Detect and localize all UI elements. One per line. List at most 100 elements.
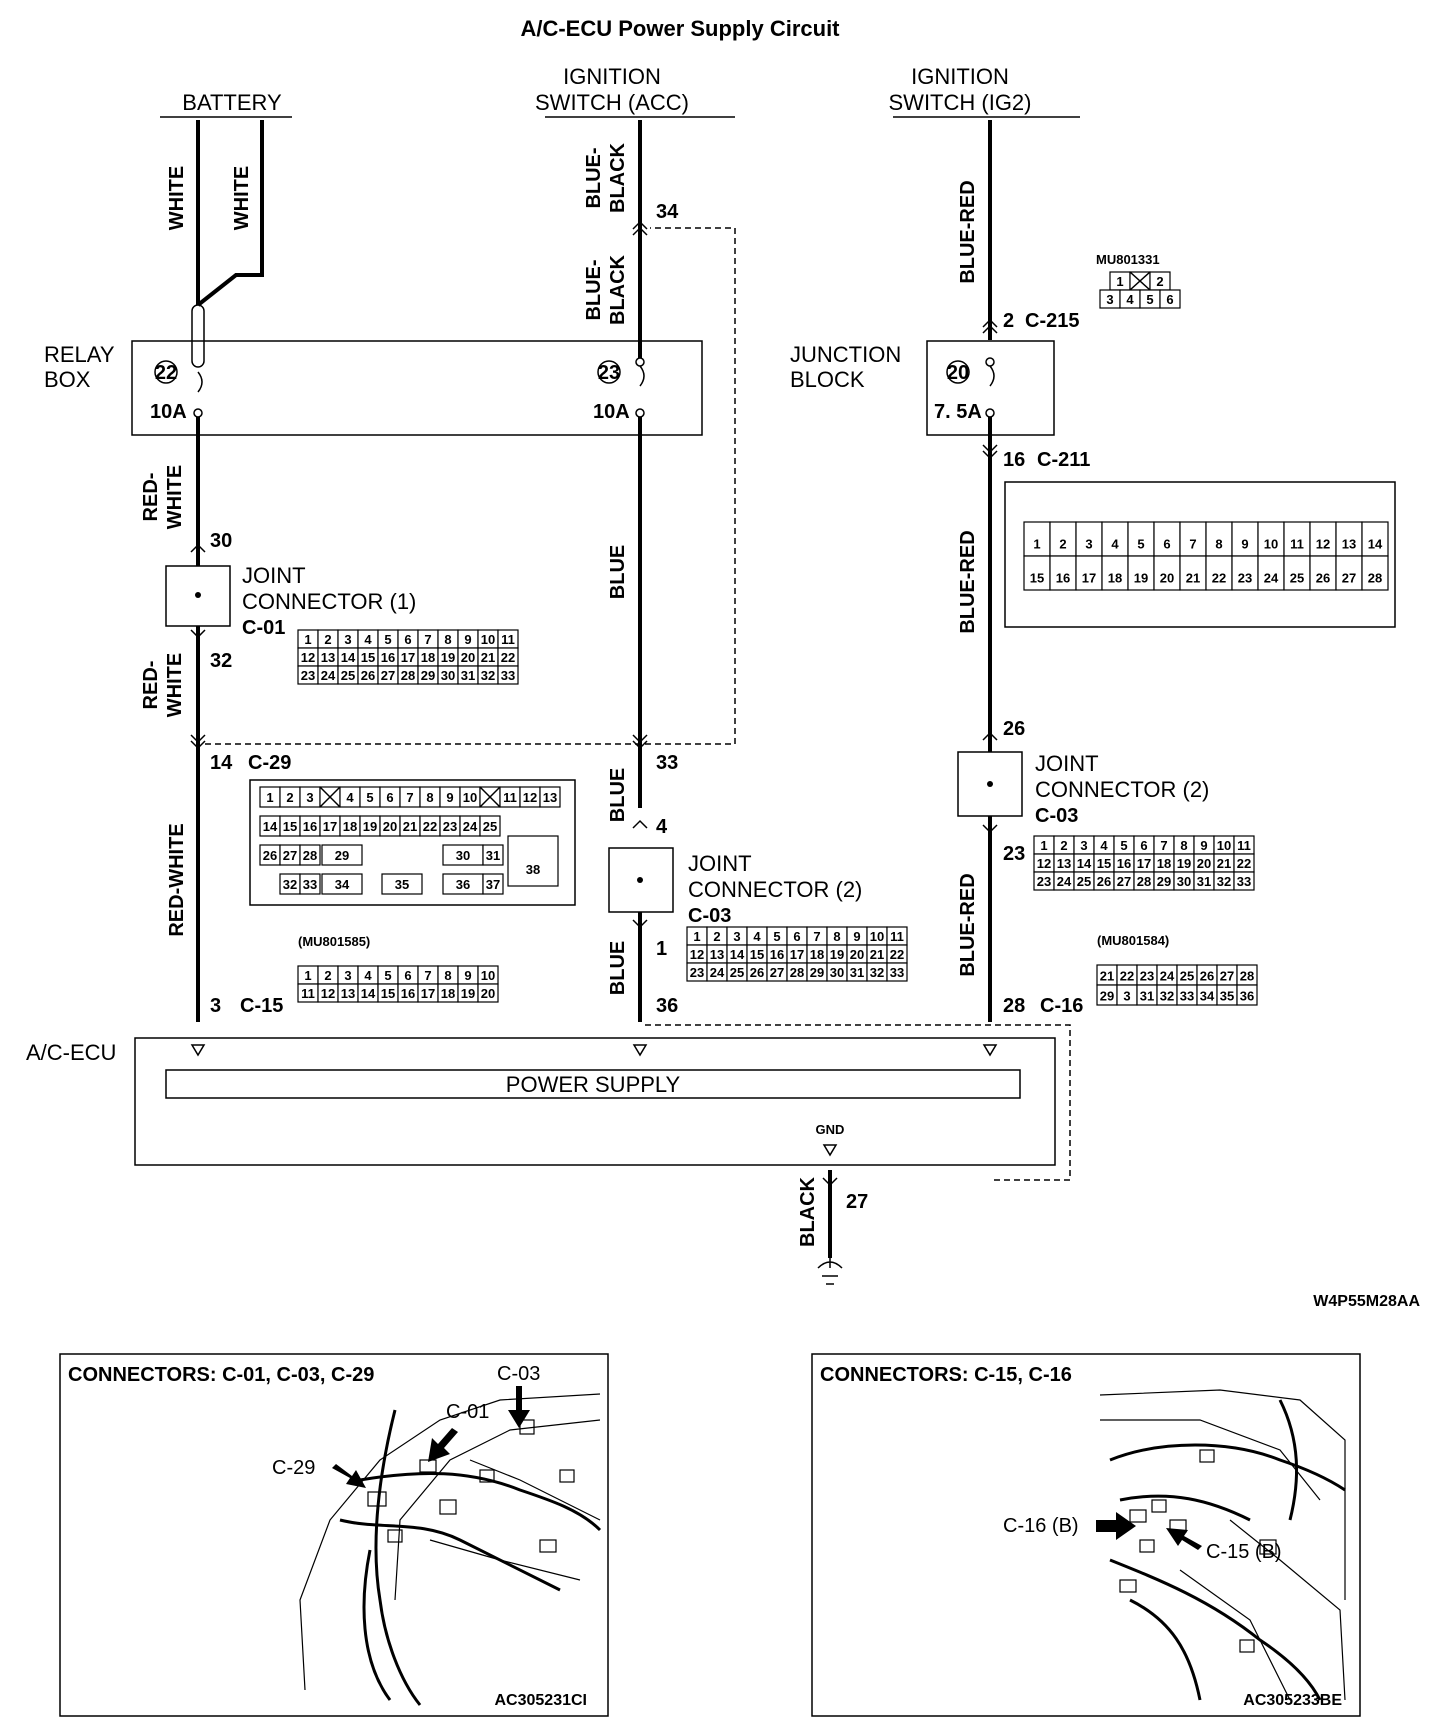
c16-cavity xyxy=(1236,984,1258,1006)
joint-connector-1-node xyxy=(195,592,201,598)
c03-mid-pin-label: 19 xyxy=(830,947,844,962)
pin-4-arrow xyxy=(632,819,648,829)
c29-code: C-29 xyxy=(248,752,291,774)
c01-pin-label: 13 xyxy=(321,650,335,665)
c03-right-pin-label: 25 xyxy=(1077,874,1091,889)
pin-4-number: 4 xyxy=(656,816,668,838)
c15-pin-label: 15 xyxy=(381,986,395,1001)
inset-left-frame xyxy=(59,1353,609,1717)
gnd-terminal xyxy=(822,1144,838,1157)
c211-pin-label: 3 xyxy=(1085,537,1092,552)
joint-connector-2-right-label-1: JOINT xyxy=(1035,751,1099,776)
c211-cavity xyxy=(1205,555,1233,591)
c15-pin-label: 16 xyxy=(401,986,415,1001)
c03-right-pin-label: 33 xyxy=(1237,874,1251,889)
c03-mid-pin-label: 7 xyxy=(813,929,820,944)
c15-pin-label: 4 xyxy=(364,968,372,983)
c03-mid-pin-label: 3 xyxy=(733,929,740,944)
c211-pin-label: 4 xyxy=(1111,537,1119,552)
c15-code: C-15 xyxy=(240,995,283,1017)
c03-mid-pin-label: 16 xyxy=(770,947,784,962)
c29-empty-cavity xyxy=(319,786,341,808)
c03-right-pin-label: 18 xyxy=(1157,856,1171,871)
c215-pin-label: 2 xyxy=(1156,274,1163,289)
c211-cavity xyxy=(1335,521,1363,557)
c29-pin-label: 18 xyxy=(343,819,357,834)
joint-connector-2-mid-code: C-03 xyxy=(688,905,731,927)
c01-pin-label: 33 xyxy=(501,668,515,683)
c03-mid-pin-label: 20 xyxy=(850,947,864,962)
wire-label-blue-red-1: BLUE-RED xyxy=(957,180,979,283)
c29-pin-label: 29 xyxy=(335,848,349,863)
c01-pin-label: 2 xyxy=(324,632,331,647)
c211-pin-label: 14 xyxy=(1368,537,1383,552)
c211-cavity xyxy=(1257,555,1285,591)
c29-pin-label: 14 xyxy=(263,819,278,834)
fuse-23-element xyxy=(639,365,645,387)
c03-mid-pin-label: 23 xyxy=(690,965,704,980)
pin-36-number: 36 xyxy=(656,995,678,1017)
c03-right-pin-label: 29 xyxy=(1157,874,1171,889)
c29-pin-label: 5 xyxy=(366,790,373,805)
pin-16-number: 16 xyxy=(1003,449,1025,471)
c29-pin-label: 16 xyxy=(303,819,317,834)
c03-right-pin-label: 31 xyxy=(1197,874,1211,889)
c01-pin-label: 25 xyxy=(341,668,355,683)
pin-26-arrow xyxy=(982,731,998,741)
c03-right-pin-label: 16 xyxy=(1117,856,1131,871)
c03-right-cavity xyxy=(1233,871,1255,891)
fuse-20-rating: 7. 5A xyxy=(934,401,982,423)
wire-label-red-2: RED- xyxy=(140,661,162,710)
c16-pin-label: 21 xyxy=(1100,969,1114,984)
c01-pin-label: 24 xyxy=(321,668,336,683)
c03-mid-pin-label: 22 xyxy=(890,947,904,962)
wire-label-blue-1: BLUE- xyxy=(583,147,605,208)
c215-empty-cavity xyxy=(1129,271,1151,291)
c29-cavity xyxy=(299,873,321,895)
junction-block-label-1: JUNCTION xyxy=(790,342,901,367)
c211-pin-label: 8 xyxy=(1215,537,1222,552)
c29-cavity xyxy=(381,873,423,895)
c29-pin-label: 27 xyxy=(283,848,297,863)
c03-right-pin-label: 3 xyxy=(1080,838,1087,853)
c211-cavity xyxy=(1361,555,1389,591)
joint-connector-2-right-node xyxy=(987,781,993,787)
c03-mid-pin-label: 8 xyxy=(833,929,840,944)
c29-pin-label: 26 xyxy=(263,848,277,863)
pin-28-number: 28 xyxy=(1003,995,1025,1017)
c01-pin-label: 31 xyxy=(461,668,475,683)
c215-part-number: MU801331 xyxy=(1096,252,1160,267)
c29-pin-label: 6 xyxy=(386,790,393,805)
wire-label-white-2: WHITE xyxy=(231,166,253,230)
c29-pin-label: 33 xyxy=(303,877,317,892)
pin-14-number: 14 xyxy=(210,752,233,774)
c29-pin-label: 32 xyxy=(283,877,297,892)
c01-pin-label: 8 xyxy=(444,632,451,647)
c215-pin-label: 6 xyxy=(1166,292,1173,307)
c211-cavity xyxy=(1153,555,1181,591)
wire-label-blue-red-3: BLUE-RED xyxy=(957,873,979,976)
c15-pin-label: 6 xyxy=(404,968,411,983)
c03-mid-pin-label: 12 xyxy=(690,947,704,962)
c03-mid-cavity xyxy=(886,962,908,982)
c211-cavity xyxy=(1309,555,1337,591)
c01-pin-label: 6 xyxy=(404,632,411,647)
ign-ig2-label-2: SWITCH (IG2) xyxy=(889,90,1032,115)
c211-cavity xyxy=(1101,521,1129,557)
c03-right-pin-label: 11 xyxy=(1237,838,1251,853)
pin-30-arrow xyxy=(190,543,206,553)
c29-pin-label: 8 xyxy=(426,790,433,805)
c03-right-pin-label: 6 xyxy=(1140,838,1147,853)
fuse-22-body xyxy=(191,304,205,368)
c29-pin-label: 7 xyxy=(406,790,413,805)
relay-box xyxy=(131,340,703,436)
c03-mid-pin-label: 4 xyxy=(753,929,761,944)
c03-right-pin-label: 1 xyxy=(1040,838,1047,853)
c211-pin-label: 13 xyxy=(1342,537,1356,552)
c16-pin-label: 26 xyxy=(1200,969,1214,984)
